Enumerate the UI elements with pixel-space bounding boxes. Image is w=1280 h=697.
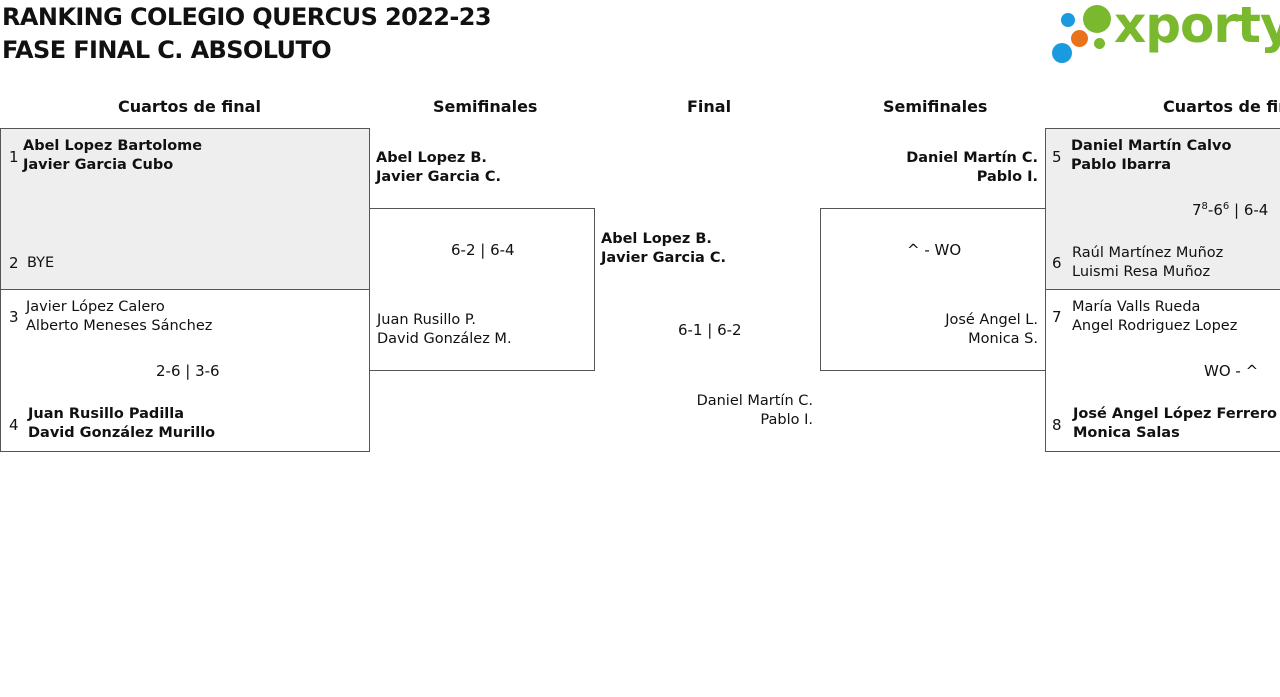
left-qf-match-2: 3 Javier López Calero Alberto Meneses Sá… [0,289,370,452]
seed-number: 3 [9,308,19,326]
player-name: Daniel Martín Calvo [1071,138,1232,154]
right-sf-bracket: ^ - WO José Angel L. Monica S. [820,208,1046,371]
team-names: Javier López Calero Alberto Meneses Sánc… [26,298,212,336]
player-name: Javier López Calero [26,299,165,315]
player-name: Abel Lopez B. [601,231,712,247]
round-header-left-sf: Semifinales [433,97,538,116]
score-rest: | 6-4 [1229,201,1269,219]
player-name: Javier Garcia C. [376,169,502,185]
player-name: Pablo I. [976,169,1038,185]
seed-number: 4 [9,416,19,434]
left-qf-match-1: 1 Abel Lopez Bartolome Javier Garcia Cub… [0,128,370,290]
xporty-logo: xporty [1050,0,1280,68]
seed-number: 5 [1052,148,1062,166]
player-name: Pablo Ibarra [1071,157,1172,173]
player-name: Pablo I. [760,412,813,428]
match-score: WO - ^ [1204,362,1259,380]
score-set: 7 [1192,201,1202,219]
logo-dot-blue-big [1052,43,1072,63]
player-name: Juan Rusillo Padilla [28,406,185,422]
player-name: David González M. [377,331,512,347]
left-sf-team-a: Abel Lopez B. Javier Garcia C. [376,149,501,187]
left-sf-team-b: Juan Rusillo P. David González M. [377,311,512,349]
page-title: RANKING COLEGIO QUERCUS 2022-23 [2,3,492,31]
player-name: Abel Lopez B. [376,150,487,166]
seed-number: 2 [9,254,19,272]
final-team-b: Daniel Martín C. Pablo I. [697,392,813,430]
page-subtitle: FASE FINAL C. ABSOLUTO [2,36,332,64]
player-name: Monica S. [968,331,1038,347]
team-names: María Valls Rueda Angel Rodriguez Lopez [1072,298,1237,336]
right-sf-team-a: Daniel Martín C. Pablo I. [906,149,1038,187]
seed-number: 1 [9,148,19,166]
final-team-a: Abel Lopez B. Javier Garcia C. [601,230,726,268]
logo-wordmark: xporty [1114,0,1280,54]
player-name: Daniel Martín C. [906,150,1038,166]
player-name: José Angel López Ferrero [1073,406,1277,422]
logo-dot-blue [1061,13,1075,27]
tiebreak-score: 6 [1222,201,1230,212]
team-names: BYE [27,254,54,273]
player-name: María Valls Rueda [1072,299,1201,315]
seed-number: 8 [1052,416,1062,434]
right-sf-team-b: José Angel L. Monica S. [945,311,1038,349]
logo-dot-orange [1071,30,1088,47]
logo-dot-green-small [1094,38,1105,49]
player-name: Raúl Martínez Muñoz [1072,245,1224,261]
player-name: Alberto Meneses Sánchez [26,318,213,334]
match-score: 2-6 | 3-6 [156,362,220,380]
tiebreak-score: 8 [1201,201,1208,212]
team-names: Juan Rusillo Padilla David González Muri… [28,405,215,443]
round-header-right-sf: Semifinales [883,97,988,116]
team-names: Abel Lopez Bartolome Javier Garcia Cubo [23,137,202,175]
player-name: Daniel Martín C. [696,393,813,409]
player-name: Monica Salas [1073,425,1180,441]
player-name: Luismi Resa Muñoz [1072,264,1211,280]
team-names: Raúl Martínez Muñoz Luismi Resa Muñoz [1072,244,1223,282]
player-name: Javier Garcia Cubo [23,157,174,173]
player-name: Abel Lopez Bartolome [23,138,203,154]
match-score: 78-66 | 6-4 [1192,201,1268,219]
bye-label: BYE [27,255,55,271]
score-separator: - [1207,201,1214,219]
match-score: 6-2 | 6-4 [451,241,515,259]
final-score: 6-1 | 6-2 [678,321,742,339]
team-names: José Angel López Ferrero Monica Salas [1073,405,1277,443]
match-score: ^ - WO [907,241,962,259]
seed-number: 6 [1052,254,1062,272]
player-name: José Angel L. [945,312,1038,328]
left-sf-bracket: 6-2 | 6-4 Juan Rusillo P. David González… [369,208,595,371]
logo-dot-green-top [1083,5,1111,33]
round-header-left-qf: Cuartos de final [118,97,261,116]
right-qf-match-2: 7 María Valls Rueda Angel Rodriguez Lope… [1045,289,1280,452]
player-name: David González Murillo [28,425,216,441]
right-qf-match-1: 5 Daniel Martín Calvo Pablo Ibarra 78-66… [1045,128,1280,290]
player-name: Juan Rusillo P. [377,312,476,328]
seed-number: 7 [1052,308,1062,326]
team-names: Daniel Martín Calvo Pablo Ibarra [1071,137,1231,175]
round-header-right-qf: Cuartos de fin [1163,97,1280,116]
player-name: Angel Rodriguez Lopez [1072,318,1238,334]
score-set: 6 [1213,201,1223,219]
player-name: Javier Garcia C. [601,250,727,266]
round-header-final: Final [687,97,732,116]
